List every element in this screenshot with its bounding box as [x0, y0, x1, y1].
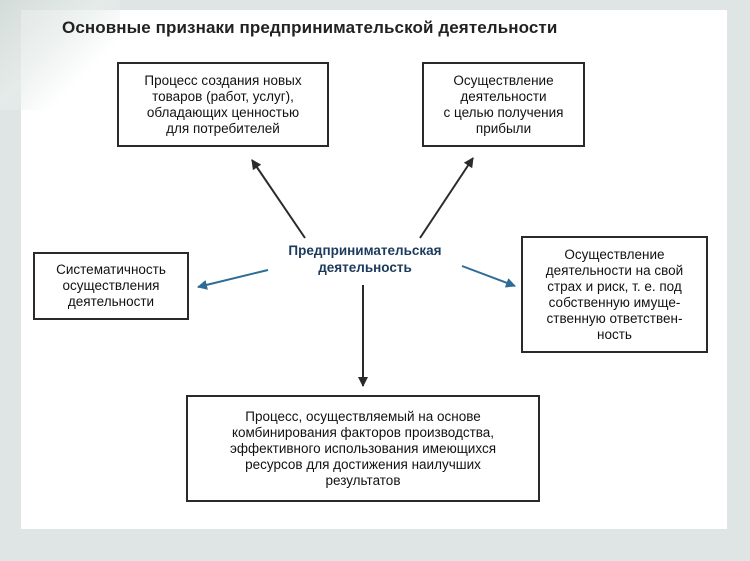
- diagram-title: Основные признаки предпринимательской де…: [62, 18, 558, 37]
- box-bottom: Процесс, осуществляемый на основе комбин…: [186, 395, 540, 502]
- central-concept: Предпринимательская деятельность: [288, 243, 442, 275]
- arrow-to-top-left: [251, 159, 306, 239]
- corner-decoration: [0, 0, 120, 110]
- box-top-left: Процесс создания новых товаров (работ, у…: [117, 62, 329, 147]
- arrow-to-top-right: [419, 157, 474, 239]
- arrow-to-right: [461, 265, 516, 288]
- box-right: Осуществление деятельности на свой страх…: [521, 236, 708, 353]
- arrow-to-left: [197, 269, 269, 290]
- box-left: Систематичность осуществления деятельнос…: [33, 252, 189, 320]
- box-top-right: Осуществление деятельности с целью получ…: [422, 62, 585, 147]
